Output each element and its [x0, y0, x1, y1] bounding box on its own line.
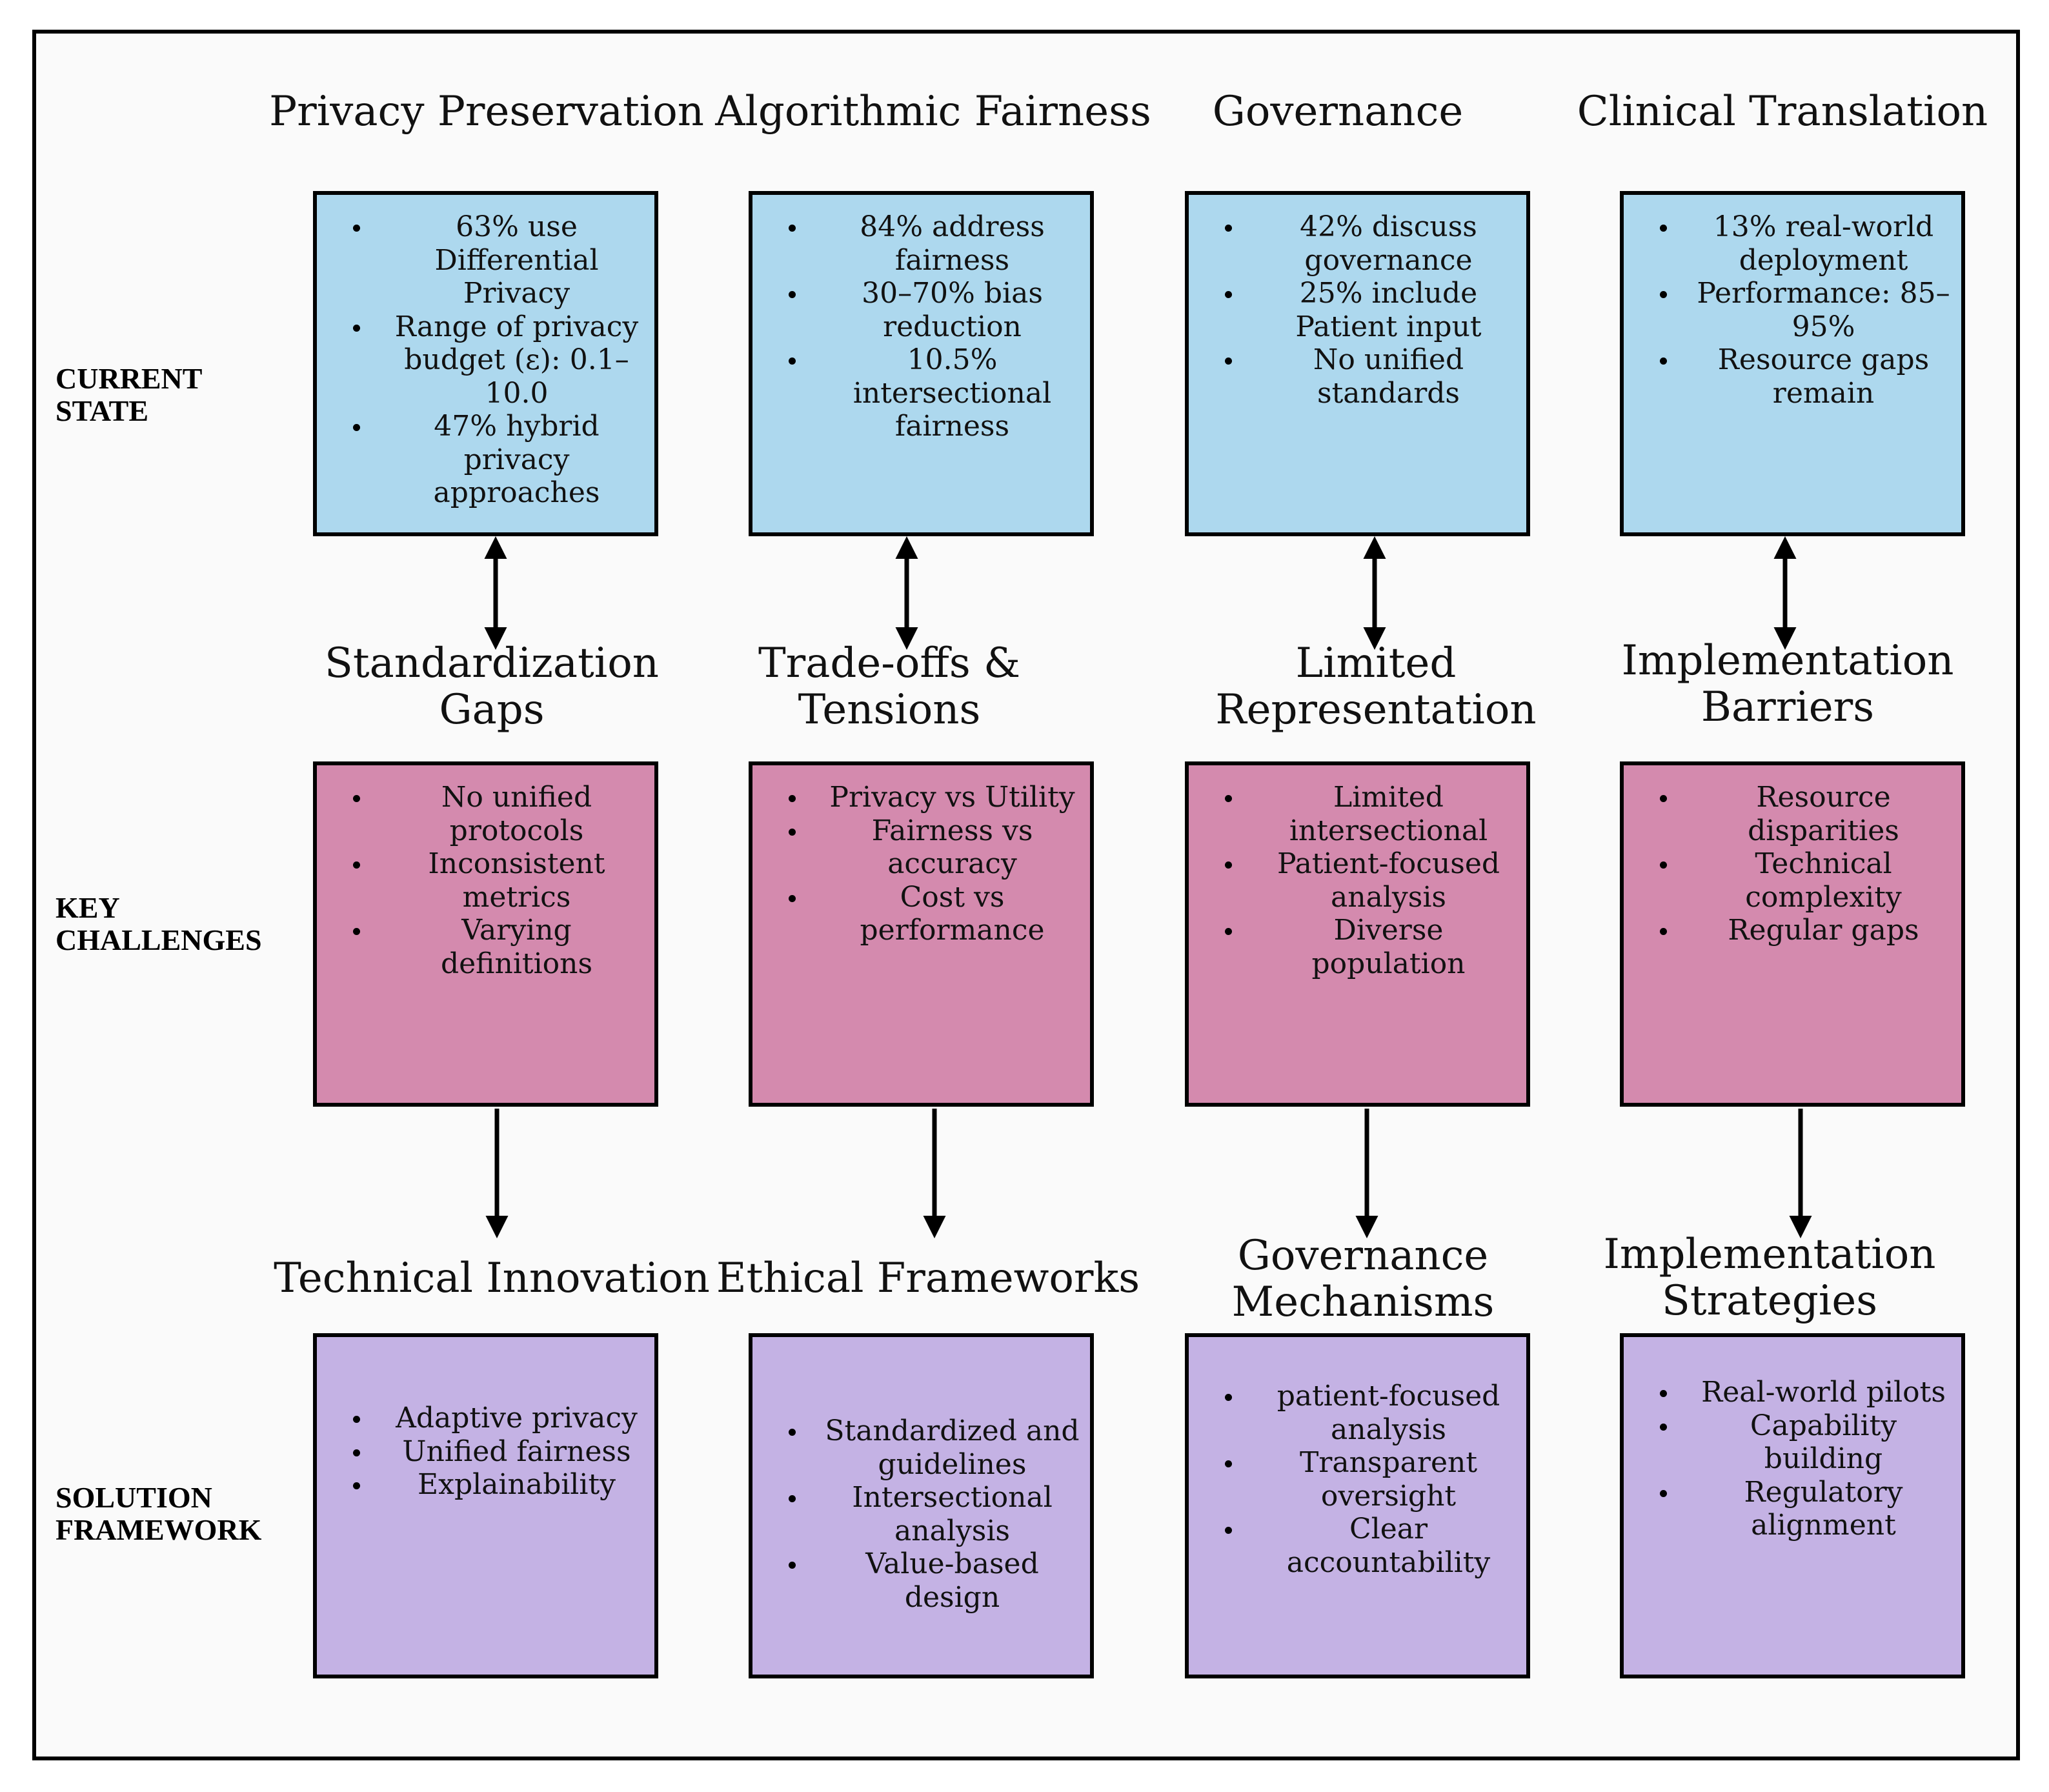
bullet-icon	[353, 861, 360, 869]
column-title-clinical-translation: Clinical Translation	[1577, 88, 1988, 136]
bullet-icon	[789, 357, 796, 365]
list-item: Fairness vs accuracy	[752, 814, 1090, 881]
list-item: Regulatory alignment	[1624, 1476, 1961, 1542]
bullet-icon	[1225, 291, 1232, 298]
list-item: Transparent oversight	[1189, 1446, 1526, 1513]
list-item: Adaptive privacy	[317, 1402, 654, 1435]
list-item: patient-focused analysis	[1189, 1380, 1526, 1446]
current-state-box-fairness: 84% address fairness 30–70% bias reducti…	[749, 191, 1094, 536]
list-item: Real-world pilots	[1624, 1376, 1961, 1409]
list-item: Standardized and guidelines	[752, 1414, 1090, 1481]
bullet-icon	[789, 225, 796, 232]
bullet-icon	[789, 894, 796, 902]
list-item: Explainability	[317, 1468, 654, 1502]
column-title-privacy-preservation: Privacy Preservation	[269, 88, 704, 136]
list-item: Unified fairness	[317, 1435, 654, 1469]
list-item: Technical complexity	[1624, 847, 1961, 914]
list-item: Inconsistent metrics	[317, 847, 654, 914]
bullet-icon	[1225, 1460, 1232, 1467]
bullet-icon	[1225, 1527, 1232, 1534]
list-item: 30–70% bias reduction	[752, 277, 1090, 343]
list-item: Value-based design	[752, 1547, 1090, 1614]
bullet-icon	[1660, 928, 1667, 935]
challenge-title-limited-representation: Limited Representation	[1215, 639, 1537, 734]
bullet-icon	[1660, 357, 1667, 365]
list-item: 10.5% intersectional fairness	[752, 343, 1090, 443]
bullet-icon	[353, 1482, 360, 1489]
solution-box-privacy: Adaptive privacy Unified fairness Explai…	[313, 1333, 658, 1678]
solution-title-governance-mechanisms: Governance Mechanisms	[1231, 1232, 1495, 1326]
solution-title-ethical-frameworks: Ethical Frameworks	[716, 1254, 1140, 1302]
list-item: Diverse population	[1189, 914, 1526, 980]
list-item: Cost vs performance	[752, 881, 1090, 947]
solution-title-technical-innovation: Technical Innovation	[274, 1254, 710, 1302]
bullet-icon	[789, 291, 796, 298]
row-label-solution-framework: SOLUTION FRAMEWORK	[56, 1481, 262, 1546]
list-item: Limited intersectional	[1189, 781, 1526, 847]
bullet-icon	[789, 1562, 796, 1569]
solution-box-fairness: Standardized and guidelines Intersection…	[749, 1333, 1094, 1678]
solution-title-implementation-strategies: Implementation Strategies	[1603, 1231, 1936, 1325]
list-item: 47% hybrid privacy approaches	[317, 410, 654, 510]
bullet-icon	[353, 424, 360, 431]
solution-box-clinical: Real-world pilots Capability building Re…	[1620, 1333, 1965, 1678]
challenge-title-trade-offs: Trade-offs & Tensions	[758, 639, 1021, 734]
list-item: Privacy vs Utility	[752, 781, 1090, 814]
list-item: Performance: 85–95%	[1624, 277, 1961, 343]
list-item: Regular gaps	[1624, 914, 1961, 947]
list-item: Intersectional analysis	[752, 1481, 1090, 1547]
bullet-icon	[1225, 1394, 1232, 1401]
current-state-box-governance: 42% discuss governance 25% include Patie…	[1185, 191, 1530, 536]
bullet-icon	[1660, 225, 1667, 232]
current-state-box-clinical: 13% real-world deployment Performance: 8…	[1620, 191, 1965, 536]
list-item: 25% include Patient input	[1189, 277, 1526, 343]
list-item: Resource gaps remain	[1624, 343, 1961, 410]
current-state-box-privacy: 63% use Differential Privacy Range of pr…	[313, 191, 658, 536]
list-item: Capability building	[1624, 1409, 1961, 1476]
row-label-current-state: CURRENT STATE	[56, 362, 203, 427]
bullet-icon	[789, 795, 796, 802]
bullet-icon	[1660, 795, 1667, 802]
list-item: Varying definitions	[317, 914, 654, 980]
challenge-box-privacy: No unified protocols Inconsistent metric…	[313, 761, 658, 1107]
bullet-icon	[1225, 225, 1232, 232]
list-item: No unified protocols	[317, 781, 654, 847]
solution-box-governance: patient-focused analysis Transparent ove…	[1185, 1333, 1530, 1678]
bullet-icon	[353, 1449, 360, 1456]
challenge-title-implementation-barriers: Implementation Barriers	[1621, 637, 1954, 731]
list-item: Range of privacy budget (ε): 0.1–10.0	[317, 310, 654, 410]
bullet-icon	[1660, 1423, 1667, 1431]
bullet-icon	[353, 324, 360, 332]
list-item: 42% discuss governance	[1189, 210, 1526, 277]
list-item: Patient-focused analysis	[1189, 847, 1526, 914]
bullet-icon	[789, 1495, 796, 1502]
column-title-governance: Governance	[1212, 88, 1464, 136]
list-item: Clear accountability	[1189, 1513, 1526, 1579]
bullet-icon	[1225, 928, 1232, 935]
list-item: 63% use Differential Privacy	[317, 210, 654, 310]
bullet-icon	[353, 225, 360, 232]
bullet-icon	[789, 828, 796, 836]
list-item: 13% real-world deployment	[1624, 210, 1961, 277]
list-item: No unified standards	[1189, 343, 1526, 410]
bullet-icon	[1225, 795, 1232, 802]
bullet-icon	[1660, 291, 1667, 298]
challenge-box-fairness: Privacy vs Utility Fairness vs accuracy …	[749, 761, 1094, 1107]
bullet-icon	[1225, 357, 1232, 365]
bullet-icon	[1660, 1390, 1667, 1397]
bullet-icon	[353, 795, 360, 802]
challenge-box-governance: Limited intersectional Patient-focused a…	[1185, 761, 1530, 1107]
bullet-icon	[353, 928, 360, 935]
bullet-icon	[789, 1429, 796, 1436]
bullet-icon	[1660, 861, 1667, 869]
list-item: Resource disparities	[1624, 781, 1961, 847]
bullet-icon	[1225, 861, 1232, 869]
row-label-key-challenges: KEY CHALLENGES	[56, 891, 262, 956]
list-item: 84% address fairness	[752, 210, 1090, 277]
bullet-icon	[353, 1416, 360, 1423]
column-title-algorithmic-fairness: Algorithmic Fairness	[715, 88, 1151, 136]
bullet-icon	[1660, 1489, 1667, 1497]
challenge-box-clinical: Resource disparities Technical complexit…	[1620, 761, 1965, 1107]
